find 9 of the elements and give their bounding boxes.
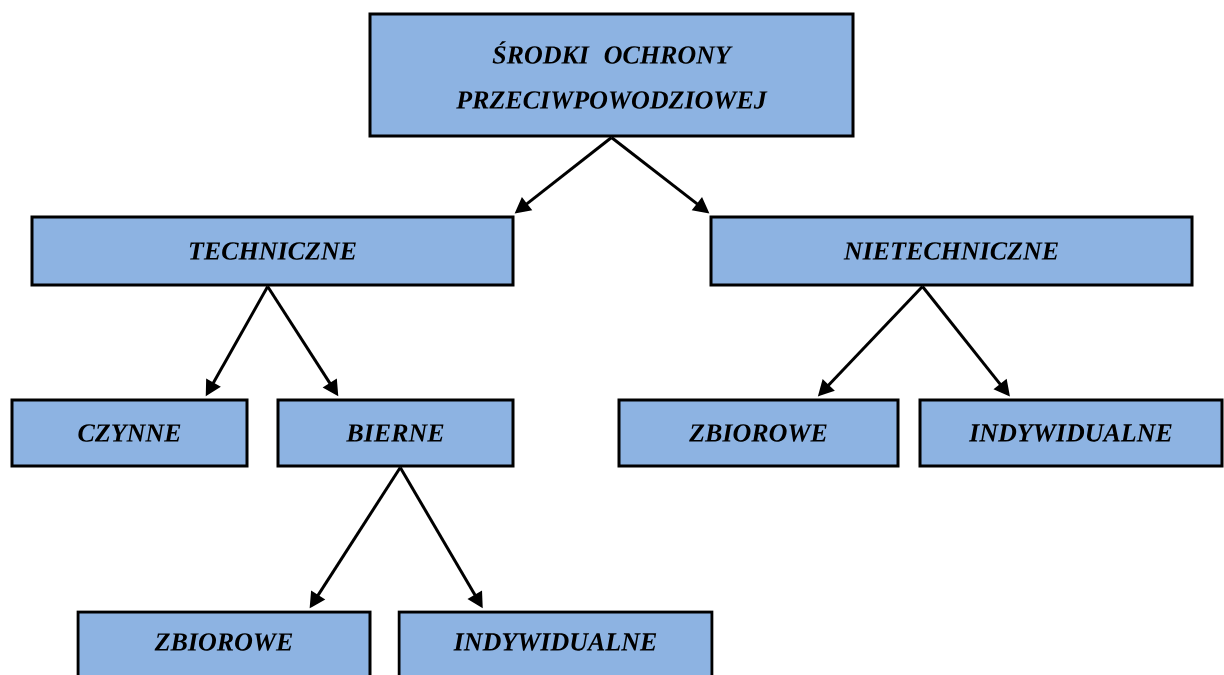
category-box: TECHNICZNE	[30, 215, 515, 287]
category-box: INDYWIDUALNE	[397, 610, 714, 675]
category-box: ZBIOROWE	[76, 610, 372, 675]
category-box: ZBIOROWE	[617, 398, 900, 468]
category-box: ŚRODKI OCHRONY PRZECIWPOWODZIOWEJ	[368, 12, 855, 138]
category-box: INDYWIDUALNE	[918, 398, 1224, 468]
category-box: CZYNNE	[10, 398, 249, 468]
category-box: BIERNE	[276, 398, 515, 468]
category-box: NIETECHNICZNE	[709, 215, 1194, 287]
